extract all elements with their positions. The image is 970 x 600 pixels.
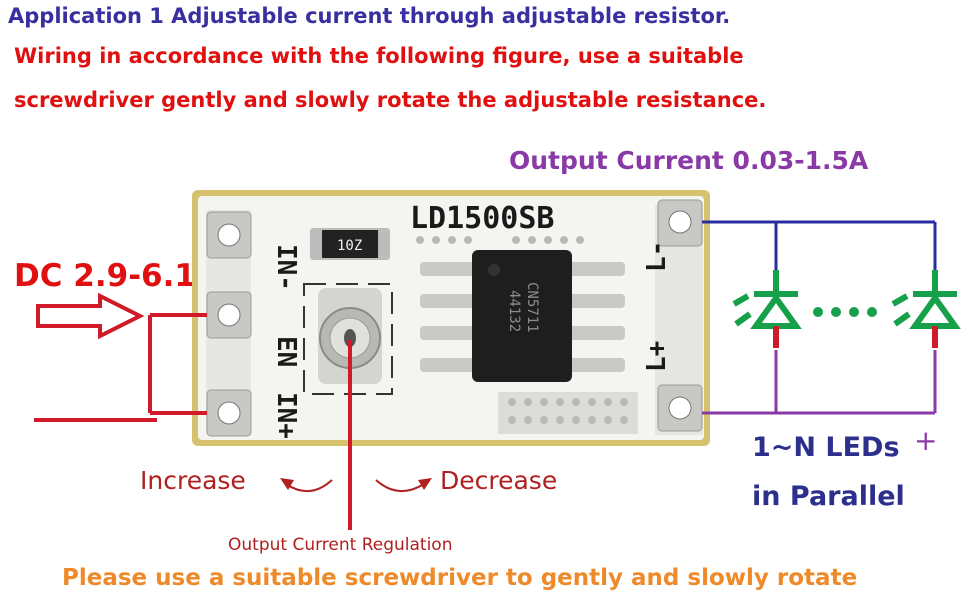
led-1 (732, 270, 802, 348)
pin-in-plus-label: IN+ (271, 392, 301, 439)
output-current-label: Output Current 0.03-1.5A (509, 146, 869, 175)
chip-marking-2: 44132 (506, 290, 522, 332)
led-plus-label: + (914, 424, 938, 457)
pin-in-minus-label: IN- (271, 244, 301, 291)
led-n (891, 270, 961, 348)
input-wiring (34, 313, 207, 422)
resistor-code: 10Z (337, 238, 362, 254)
regulation-label: Output Current Regulation (228, 535, 453, 555)
smd-resistor: 10Z (310, 228, 390, 260)
leds-count-label: 1~N LEDs (752, 432, 900, 463)
output-pads (657, 199, 703, 432)
output-wiring (702, 220, 937, 415)
pin-en-label: EN (271, 336, 301, 367)
input-arrow (36, 292, 145, 340)
decrease-arrow (375, 479, 425, 492)
via-array-bottom (498, 392, 638, 434)
ic-chip: CN5711 44132 (420, 250, 625, 382)
increase-label: Increase (140, 466, 246, 495)
page-title: Application 1 Adjustable current through… (8, 4, 731, 28)
instruction-line-2: screwdriver gently and slowly rotate the… (14, 88, 767, 112)
pin-l-minus-label: L- (642, 241, 672, 272)
decrease-label: Decrease (440, 466, 558, 495)
chip-marking-1: CN5711 (524, 282, 540, 333)
instruction-line-1: Wiring in accordance with the following … (14, 44, 744, 68)
pin-l-plus-label: L+ (642, 341, 672, 372)
input-pads (206, 211, 252, 437)
led-ellipsis (813, 307, 877, 317)
bottom-note: Please use a suitable screwdriver to gen… (62, 565, 858, 591)
board-model-label: LD1500SB (410, 201, 555, 236)
dc-input-label: DC 2.9-6.1V (14, 258, 220, 294)
via-array-top (416, 236, 584, 244)
parallel-label: in Parallel (752, 481, 905, 512)
